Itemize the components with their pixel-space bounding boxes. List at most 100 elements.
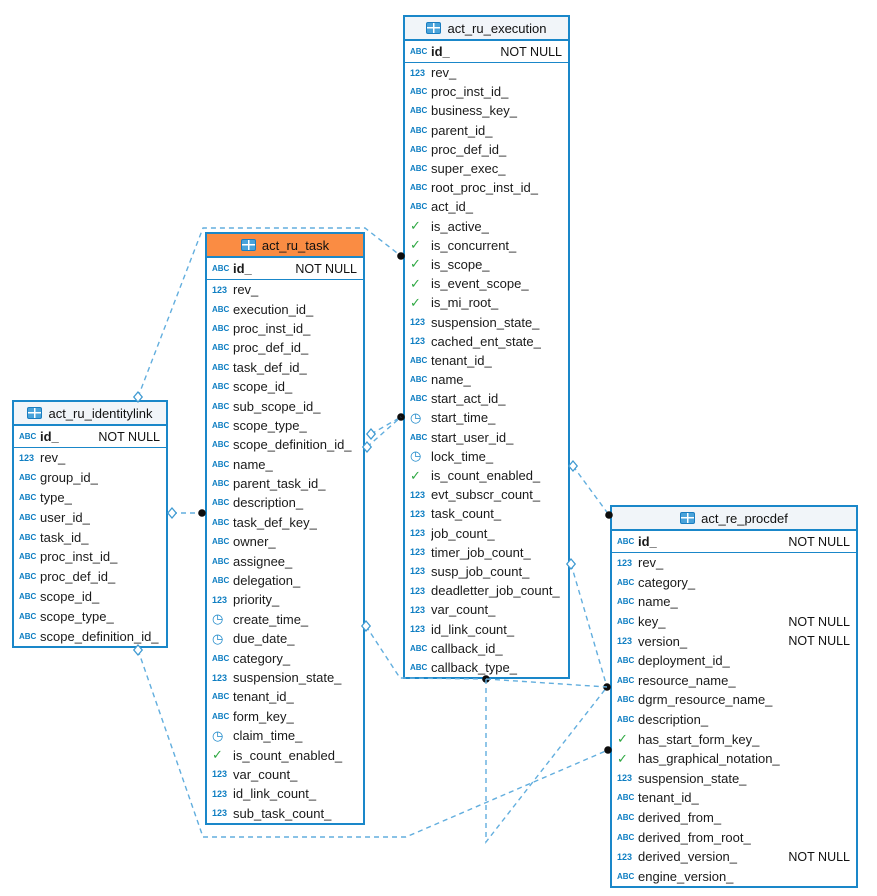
relationship-edge[interactable] bbox=[485, 679, 608, 845]
column-row[interactable]: ✓is_count_enabled_ bbox=[405, 466, 568, 485]
column-row[interactable]: ◷due_date_ bbox=[207, 629, 363, 648]
relationship-edge[interactable] bbox=[166, 506, 206, 520]
relationship-edge[interactable] bbox=[361, 416, 402, 454]
column-row[interactable]: ✓has_graphical_notation_ bbox=[612, 749, 856, 769]
column-row[interactable]: ✓is_mi_root_ bbox=[405, 293, 568, 312]
relationship-edge[interactable] bbox=[365, 413, 405, 441]
relationship-edge[interactable] bbox=[565, 557, 611, 691]
column-row[interactable]: ◷lock_time_ bbox=[405, 447, 568, 466]
column-row[interactable]: ✓has_start_form_key_ bbox=[612, 729, 856, 749]
table-header-act_ru_identitylink[interactable]: act_ru_identitylink bbox=[14, 402, 166, 426]
column-row[interactable]: ◷create_time_ bbox=[207, 610, 363, 629]
column-row[interactable]: ◷start_time_ bbox=[405, 408, 568, 427]
column-row[interactable]: ✓is_scope_ bbox=[405, 255, 568, 274]
column-row[interactable]: ✓is_active_ bbox=[405, 217, 568, 236]
column-row[interactable]: ✓is_count_enabled_ bbox=[207, 745, 363, 764]
column-row[interactable]: ✓is_event_scope_ bbox=[405, 274, 568, 293]
table-header-act_ru_execution[interactable]: act_ru_execution bbox=[405, 17, 568, 41]
relationship-edge[interactable] bbox=[567, 459, 613, 519]
relationship-edge[interactable] bbox=[485, 678, 608, 688]
column-row[interactable]: ◷claim_time_ bbox=[207, 726, 363, 745]
table-header-act_re_procdef[interactable]: act_re_procdef bbox=[612, 507, 856, 531]
